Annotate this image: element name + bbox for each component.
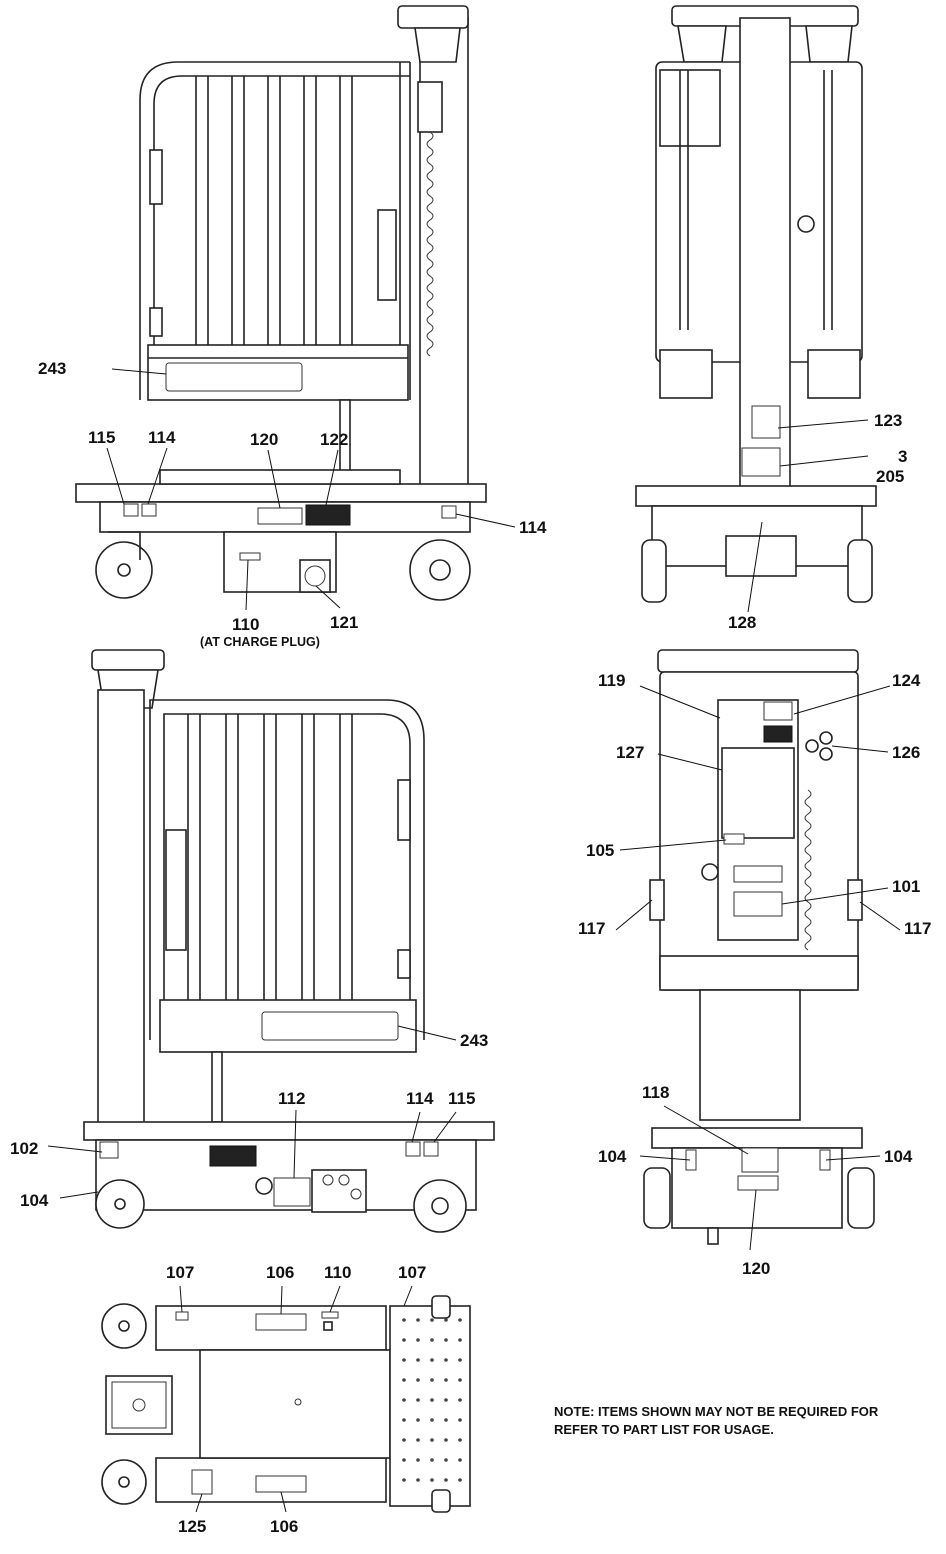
side-view-bottom-right xyxy=(639,989,881,1251)
callout-labels: 243 115 114 120 122 114 110 (AT CHARGE P… xyxy=(10,359,931,1536)
callout-110-note: (AT CHARGE PLUG) xyxy=(200,635,320,649)
callout-105: 105 xyxy=(586,841,614,860)
plan-view-bottom-left xyxy=(101,1285,471,1513)
callout-119: 119 xyxy=(598,671,625,690)
callout-110-top: 110 xyxy=(232,615,259,634)
callout-117-left: 117 xyxy=(578,919,605,938)
callout-121-top: 121 xyxy=(330,613,358,632)
callout-104-middle: 104 xyxy=(20,1191,49,1210)
callout-104-bottom-left: 104 xyxy=(598,1147,627,1166)
callout-107-left: 107 xyxy=(166,1263,194,1282)
side-view-middle-left xyxy=(47,649,495,1233)
callout-127: 127 xyxy=(616,743,644,762)
callout-110-bottom: 110 xyxy=(324,1263,351,1282)
callout-117-right: 117 xyxy=(904,919,931,938)
callout-243-middle: 243 xyxy=(460,1031,488,1050)
callout-114-top-left: 114 xyxy=(148,428,176,447)
callout-243-top: 243 xyxy=(38,359,66,378)
callout-118: 118 xyxy=(642,1083,669,1102)
callout-125: 125 xyxy=(178,1517,206,1536)
side-view-top-left xyxy=(75,5,516,611)
callout-115-top: 115 xyxy=(88,428,115,447)
callout-106-bottom: 106 xyxy=(270,1517,298,1536)
callout-128: 128 xyxy=(728,613,756,632)
callout-205: 205 xyxy=(876,467,904,486)
front-view-top-right xyxy=(635,5,877,613)
callout-122-top: 122 xyxy=(320,430,348,449)
callout-112: 112 xyxy=(278,1089,305,1108)
callout-120-bottom: 120 xyxy=(742,1259,770,1278)
callout-104-bottom-right: 104 xyxy=(884,1147,913,1166)
callout-120-top: 120 xyxy=(250,430,278,449)
callout-114-top-right: 114 xyxy=(519,518,547,537)
rear-view-middle-right xyxy=(615,649,901,991)
callout-124: 124 xyxy=(892,671,921,690)
callout-126: 126 xyxy=(892,743,920,762)
callout-102: 102 xyxy=(10,1139,38,1158)
callout-114-middle: 114 xyxy=(406,1089,434,1108)
callout-3: 3 xyxy=(898,447,907,466)
usage-note: NOTE: ITEMS SHOWN MAY NOT BE REQUIRED FO… xyxy=(554,1404,879,1437)
callout-115-middle: 115 xyxy=(448,1089,475,1108)
note-line-2: REFER TO PART LIST FOR USAGE. xyxy=(554,1422,774,1437)
callout-123: 123 xyxy=(874,411,902,430)
callout-101: 101 xyxy=(892,877,920,896)
callout-106-top: 106 xyxy=(266,1263,294,1282)
note-line-1: NOTE: ITEMS SHOWN MAY NOT BE REQUIRED FO… xyxy=(554,1404,879,1419)
callout-107-right: 107 xyxy=(398,1263,426,1282)
